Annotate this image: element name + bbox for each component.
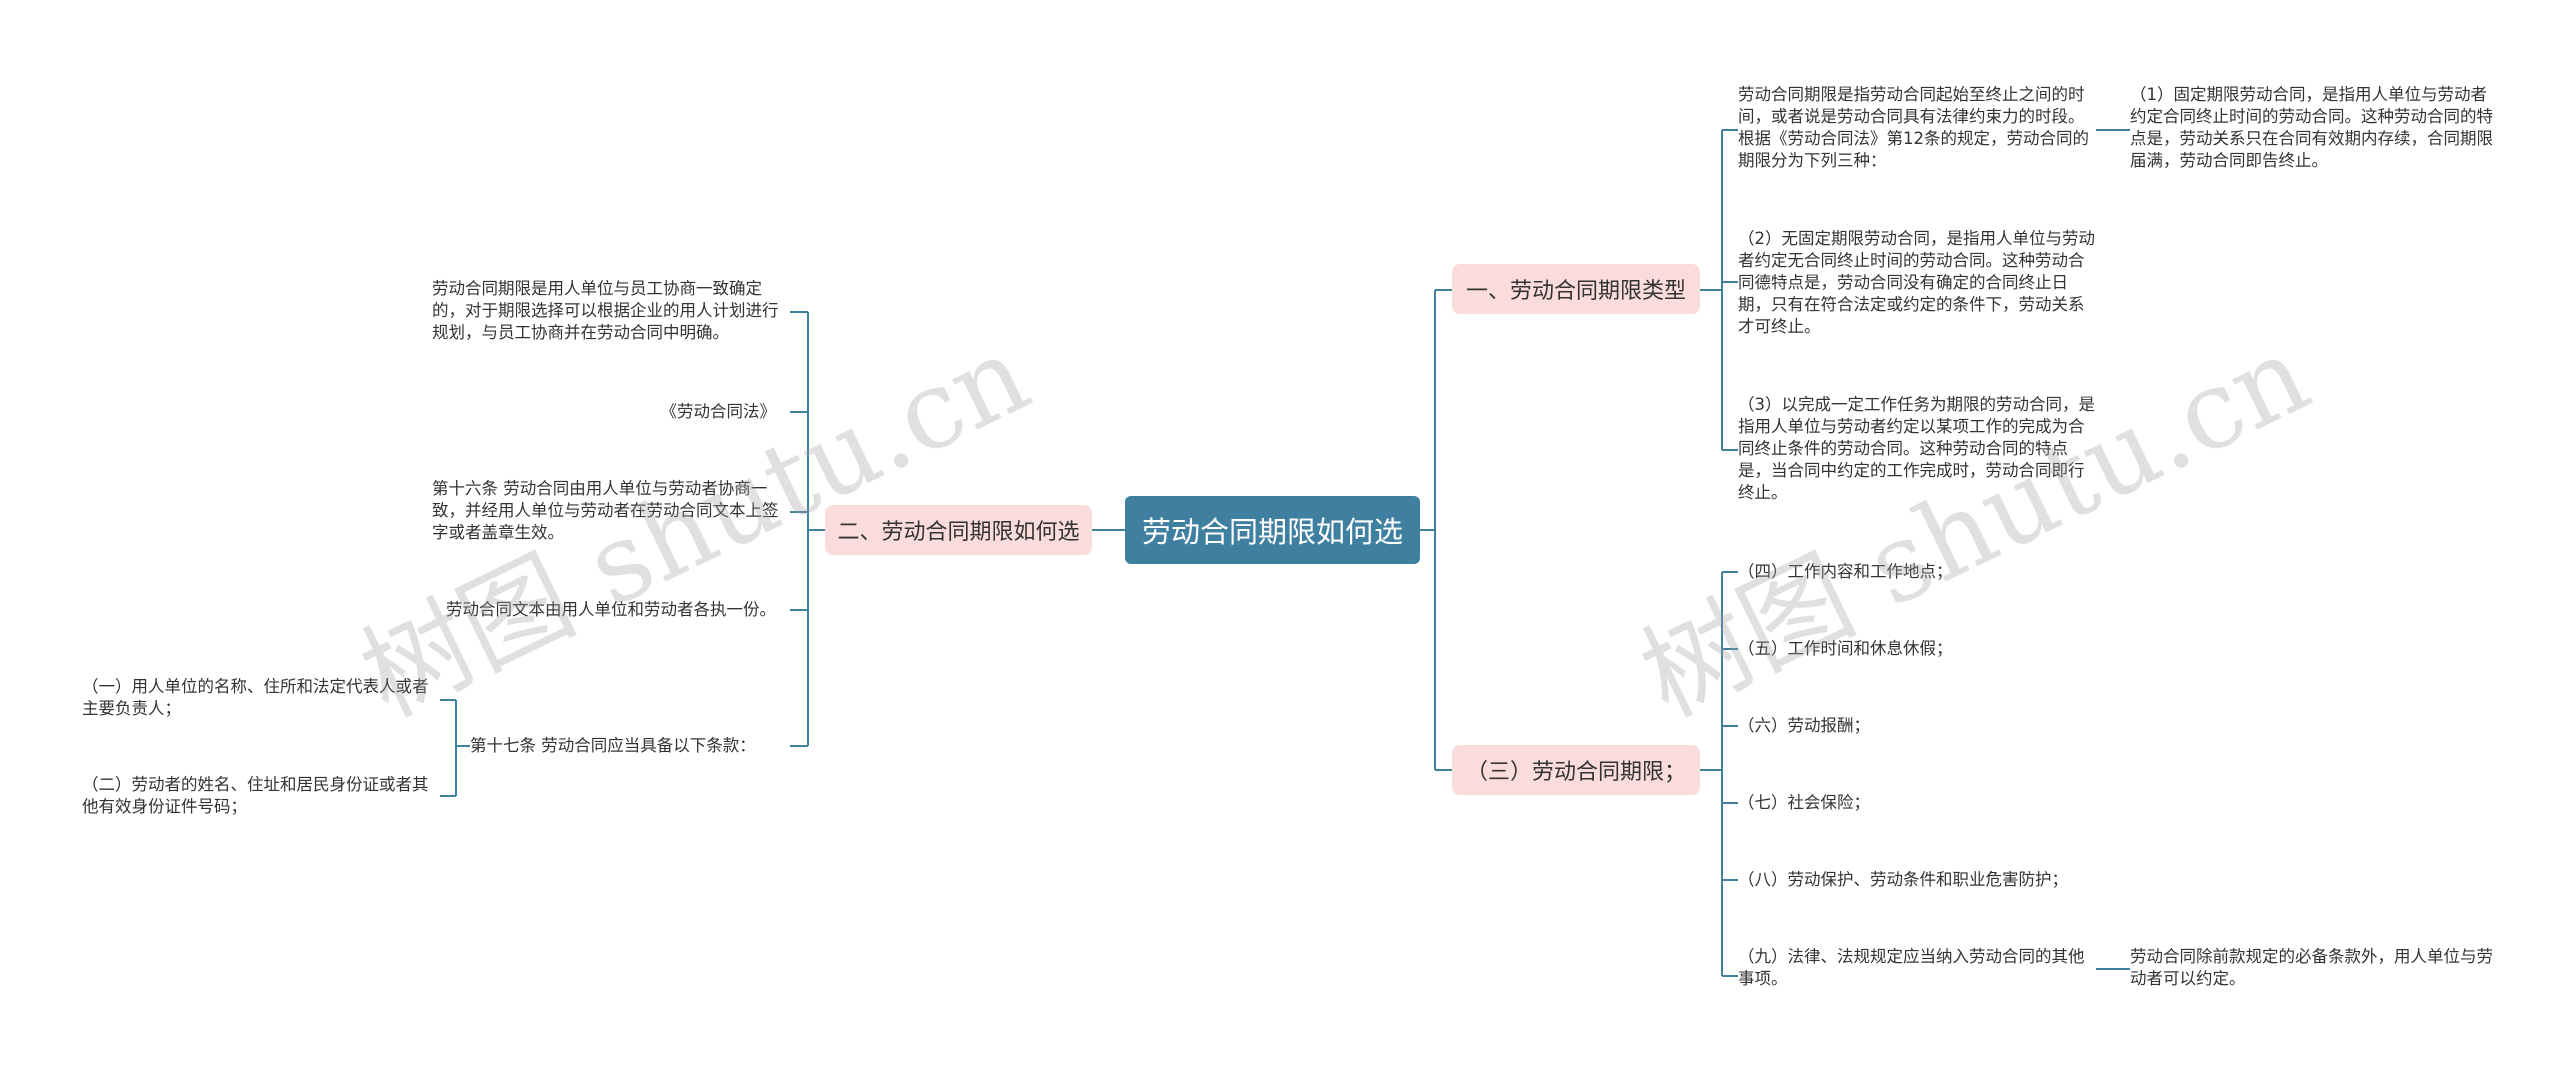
leaf-item-9: （九）法律、法规规定应当纳入劳动合同的其他事项。: [1738, 947, 2085, 988]
root-topic[interactable]: 劳动合同期限如何选: [1125, 496, 1420, 564]
leaf-item-9-note: 劳动合同除前款规定的必备条款外，用人单位与劳动者可以约定。: [2130, 947, 2493, 988]
branch-contract-term-clause[interactable]: （三）劳动合同期限；: [1452, 745, 1700, 795]
leaf-contract-copies: 劳动合同文本由用人单位和劳动者各执一份。: [446, 600, 776, 619]
connector-b2: [790, 311, 825, 747]
leaf-open-ended-term: （2）无固定期限劳动合同，是指用人单位与劳动者约定无合同终止时间的劳动合同。这种…: [1738, 229, 2095, 336]
leaf-item-8: （八）劳动保护、劳动条件和职业危害防护；: [1738, 870, 2068, 889]
connector-art17: [440, 699, 470, 797]
leaf-article-16: 第十六条 劳动合同由用人单位与劳动者协商一致，并经用人单位与劳动者在劳动合同文本…: [432, 479, 779, 542]
connector-root-right: [1420, 289, 1452, 771]
leaf-task-based-term: （3）以完成一定工作任务为期限的劳动合同，是指用人单位与劳动者约定以某项工作的完…: [1738, 395, 2095, 502]
leaf-fixed-term: （1）固定期限劳动合同，是指用人单位与劳动者约定合同终止时间的劳动合同。这种劳动…: [2130, 85, 2493, 170]
leaf-article-17: 第十七条 劳动合同应当具备以下条款：: [470, 736, 756, 755]
leaf-article-17-item-1: （一）用人单位的名称、住所和法定代表人或者主要负责人；: [82, 677, 429, 718]
leaf-item-6: （六）劳动报酬；: [1738, 716, 1870, 735]
leaf-item-4: （四）工作内容和工作地点；: [1738, 562, 1953, 581]
leaf-item-5: （五）工作时间和休息休假；: [1738, 639, 1953, 658]
leaf-labor-contract-law: 《劳动合同法》: [660, 402, 777, 421]
leaf-negotiate-term: 劳动合同期限是用人单位与员工协商一致确定的，对于期限选择可以根据企业的用人计划进…: [432, 279, 779, 342]
connector-b1: [1700, 129, 1738, 451]
branch-how-to-choose[interactable]: 二、劳动合同期限如何选: [825, 505, 1092, 555]
branch-contract-term-types[interactable]: 一、劳动合同期限类型: [1452, 264, 1700, 314]
leaf-item-7: （七）社会保险；: [1738, 793, 1870, 812]
connector-b3: [1700, 571, 1738, 977]
leaf-article-17-item-2: （二）劳动者的姓名、住址和居民身份证或者其他有效身份证件号码；: [82, 775, 429, 816]
leaf-term-definition: 劳动合同期限是指劳动合同起始至终止之间的时间，或者说是劳动合同具有法律约束力的时…: [1738, 85, 2089, 170]
